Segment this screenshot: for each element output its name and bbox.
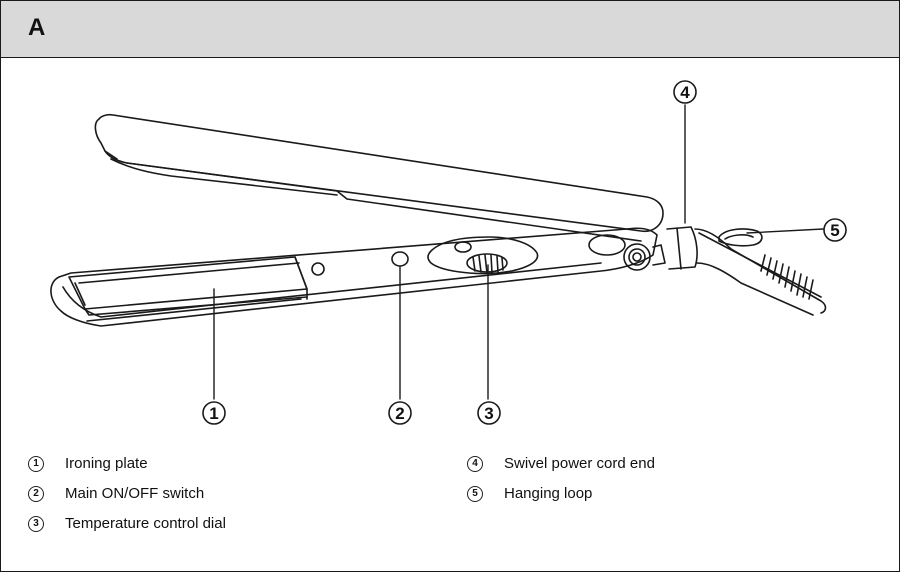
cord-ribs [760, 254, 814, 300]
indicator-dot [311, 262, 325, 276]
callout-2: 2 [388, 401, 412, 425]
legend-number: 2 [28, 486, 44, 502]
callout-4-number: 4 [680, 83, 690, 102]
legend-label: Ironing plate [65, 455, 148, 472]
figure-header: A [1, 1, 899, 58]
on-off-switch-shape [391, 251, 409, 267]
legend-label: Swivel power cord end [504, 455, 655, 472]
hinge [588, 234, 666, 271]
legend-label: Main ON/OFF switch [65, 485, 205, 502]
swivel-cord-end [666, 226, 827, 316]
figure-letter: A [28, 14, 46, 41]
hanging-loop [718, 228, 763, 247]
legend-number: 3 [28, 516, 44, 532]
callout-1: 1 [202, 401, 226, 425]
temperature-dial [427, 236, 539, 275]
upper-arm [94, 113, 664, 242]
callout-3-number: 3 [484, 404, 493, 423]
callout-5: 5 [823, 218, 847, 242]
legend-label: Hanging loop [504, 485, 593, 502]
legend-left: 1 Ironing plate 2 Main ON/OFF switch 3 T… [28, 453, 408, 543]
ironing-plate [68, 256, 308, 316]
legend-number: 1 [28, 456, 44, 472]
lower-body [50, 227, 658, 327]
callout-5-number: 5 [830, 221, 839, 240]
callout-3: 3 [477, 401, 501, 425]
callout-4: 4 [673, 80, 697, 104]
legend-label: Temperature control dial [65, 515, 226, 532]
callout-2-number: 2 [395, 404, 404, 423]
leader-lines [213, 104, 824, 400]
legend-number: 5 [467, 486, 483, 502]
legend-right: 4 Swivel power cord end 5 Hanging loop [467, 453, 867, 513]
callout-1-number: 1 [209, 404, 218, 423]
legend-number: 4 [467, 456, 483, 472]
